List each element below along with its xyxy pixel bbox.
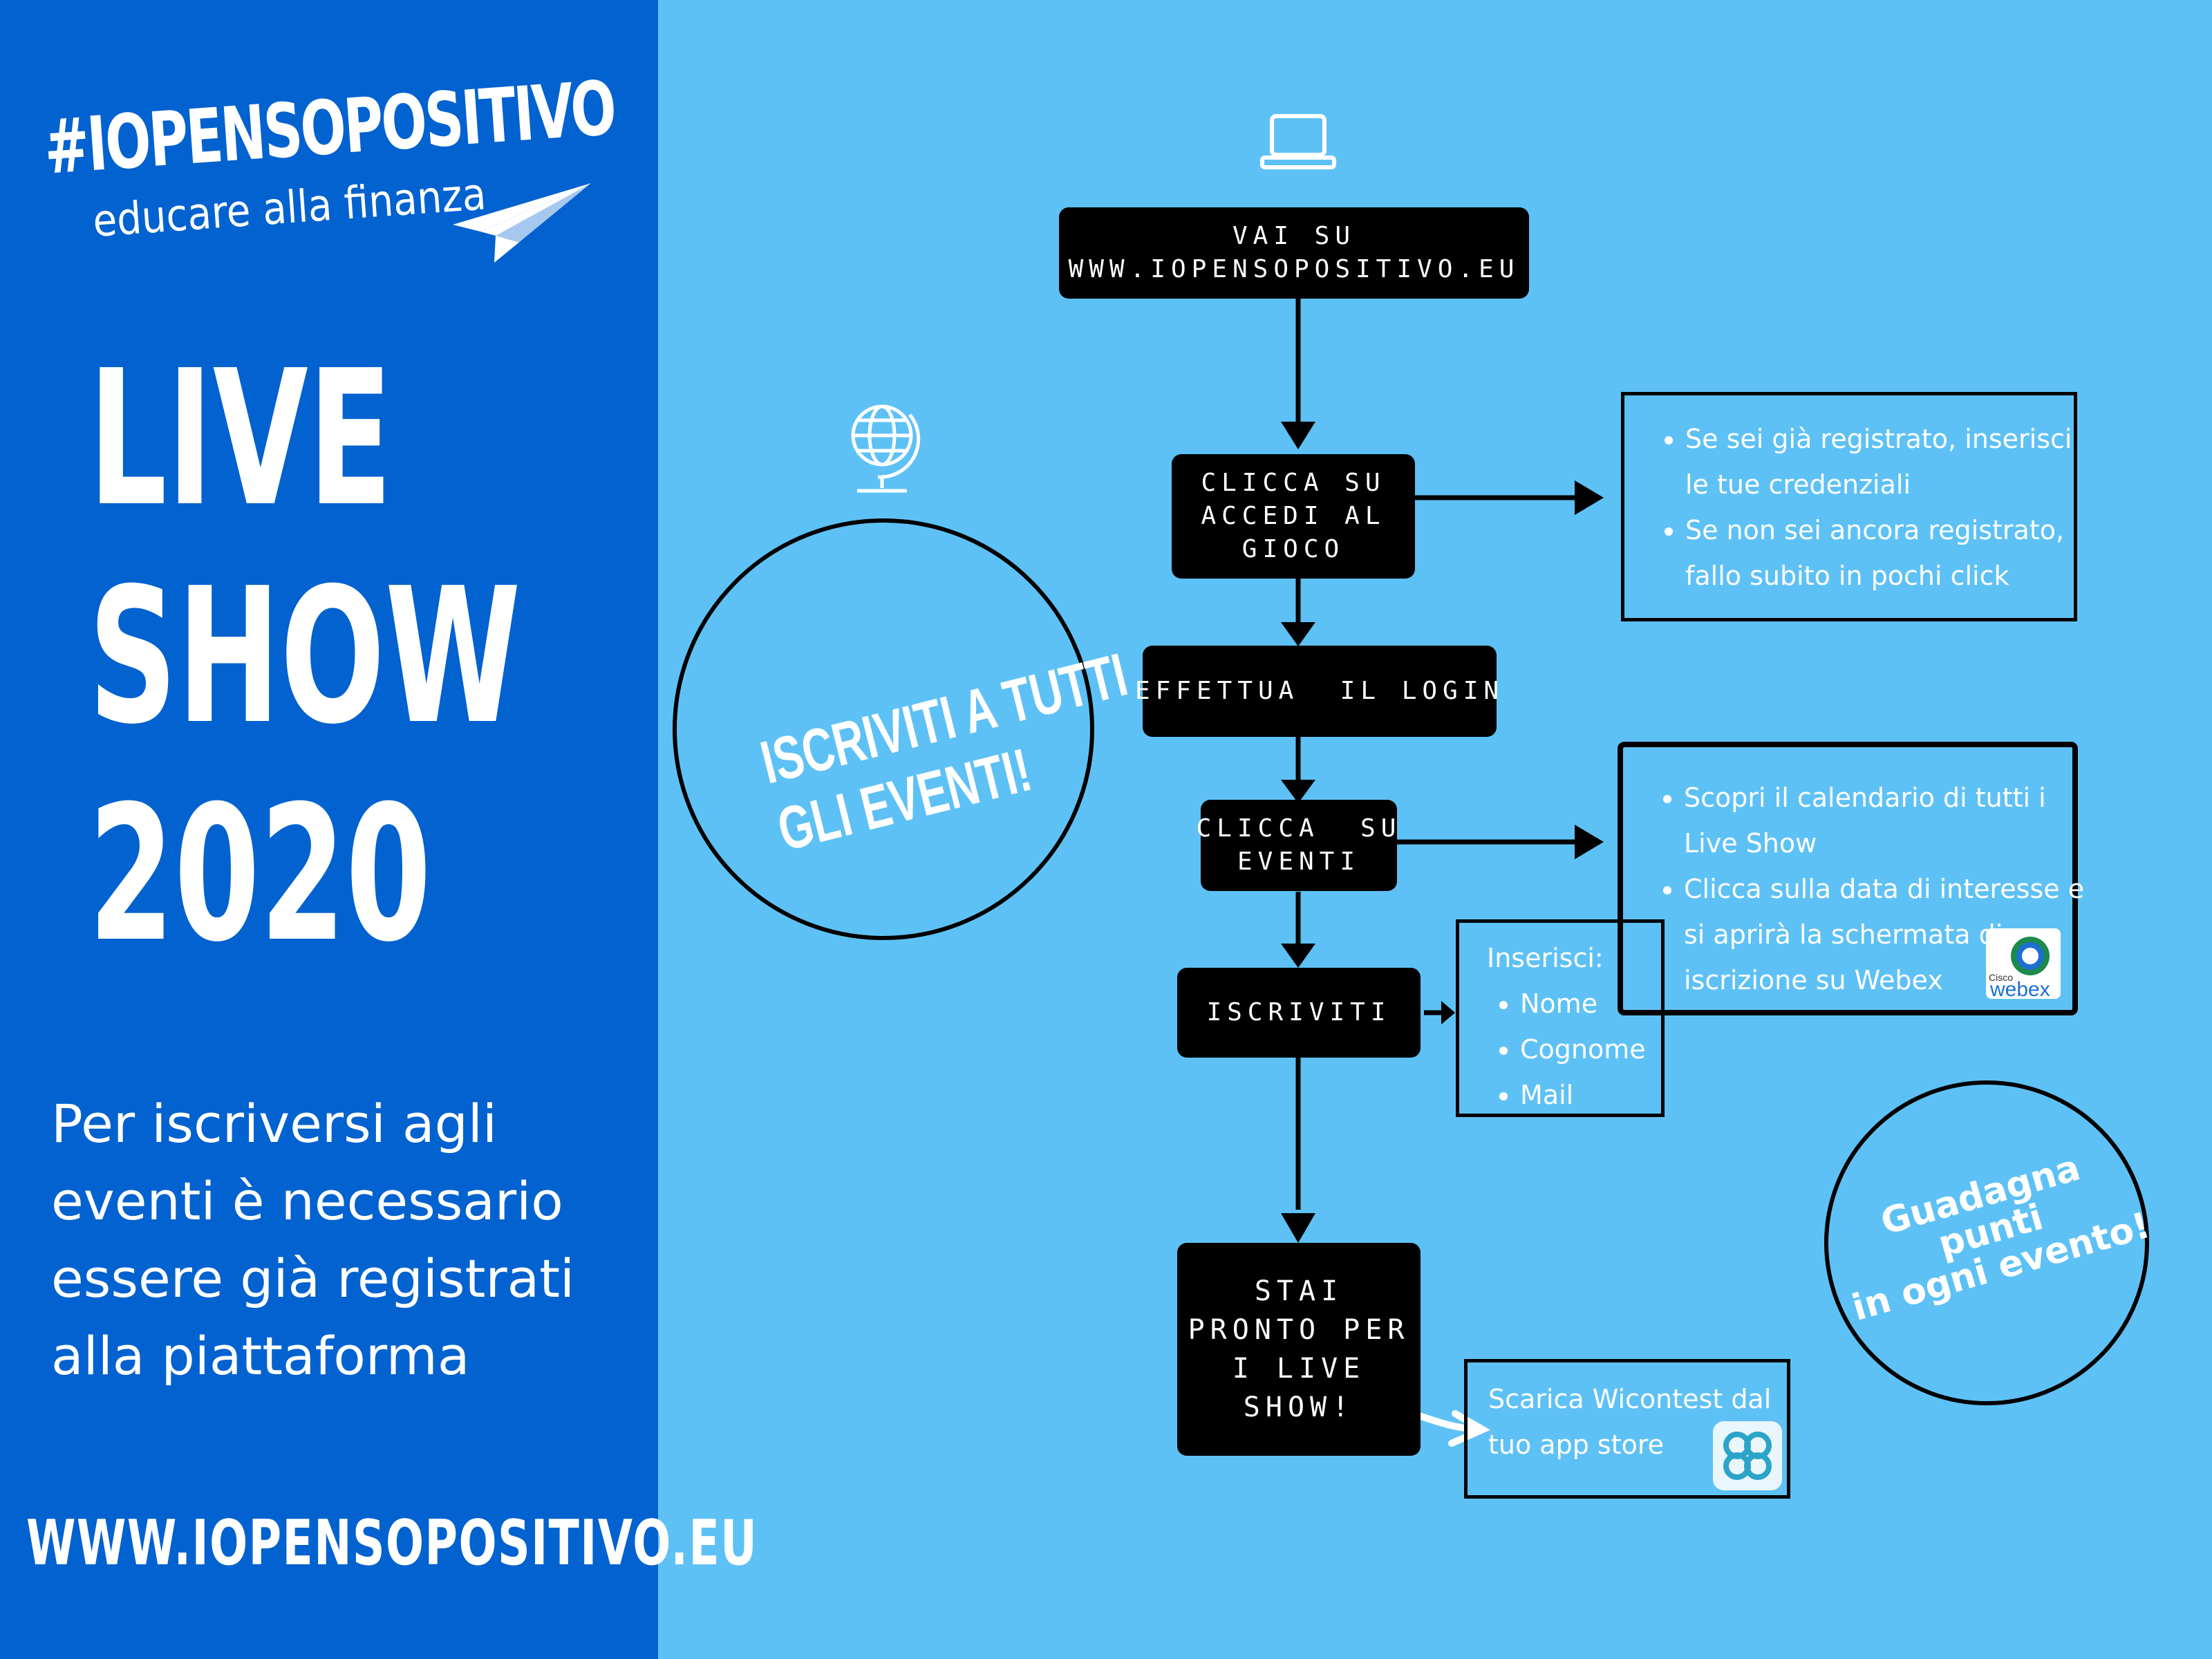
step-events: CLICCA SU EVENTI [1197,800,1397,891]
laptop-icon [1260,114,1336,169]
step-visit-site: VAI SU WWW.IOPENSOPOSITIVO.EU [1059,207,1529,299]
info-events-item: Scopri il calendario di tutti i Live Sho… [1684,775,2072,866]
info-line: Clicca sulla data di interesse e [1684,874,2085,904]
registration-note-line: alla piattaforma [51,1325,470,1387]
info-events-item: Clicca sulla data di interesse e si apri… [1684,866,2085,1003]
info-line: Scopri il calendario di tutti i [1684,782,2046,813]
info-line: le tue credenziali [1685,469,1911,500]
step-line: SHOW! [1243,1391,1355,1423]
info-line: Live Show [1684,828,1817,859]
step-line: ISCRIVITI [1206,998,1391,1027]
step-login: EFFETTUA IL LOGIN [1135,646,1499,737]
step-ready: STAI PRONTO PER I LIVE SHOW! [1177,1243,1421,1456]
info-line: Se sei già registrato, inserisci [1685,424,2072,454]
step-line: I LIVE [1232,1353,1366,1385]
info-line: si aprirà la schermata di [1684,919,2003,950]
step-signup: ISCRIVITI [1177,968,1421,1058]
paper-plane-icon [453,183,591,263]
info-signup: Inserisci: Nome Cognome Mail [1456,919,1665,1117]
info-line: iscrizione su Webex [1684,965,1943,995]
registration-note-line: Per iscriversi agli [51,1093,498,1154]
step-line: WWW.IOPENSOPOSITIVO.EU [1068,255,1520,283]
step-line: CLICCA SU [1196,814,1402,843]
registration-note-line: eventi è necessario [51,1170,563,1232]
step-line: EVENTI [1237,847,1361,876]
step-line: VAI SU [1232,222,1356,250]
step-access-game: CLICCA SU ACCEDI AL GIOCO [1172,454,1415,579]
webex-logo-small: Cisco [1989,972,2013,983]
registration-note-line: essere già registrati [51,1248,575,1309]
info-signup-item: Cognome [1520,1027,1661,1072]
title-line-show: SHOW [88,547,521,765]
info-line: Se non sei ancora registrato, [1685,515,2065,545]
info-app: Scarica Wicontest dal tuo app store [1464,1359,1790,1499]
step-line: GIOCO [1241,535,1345,563]
side-arrowheads [1441,480,1604,1024]
step-line: ACCEDI AL [1201,502,1386,530]
info-login: Se sei già registrato, inserisci le tue … [1621,392,2077,621]
webex-logo-icon: Cisco webex [1986,928,2061,999]
info-line: tuo app store [1488,1430,1665,1460]
bubble-circle-left [673,518,1094,940]
website-url[interactable]: WWW.IOPENSOPOSITIVO.EU [26,1507,758,1580]
info-events: Scopri il calendario di tutti i Live Sho… [1618,742,2085,1015]
info-signup-item: Nome [1520,981,1661,1027]
title-line-live: LIVE [88,330,393,547]
info-signup-item: Mail [1520,1072,1661,1118]
sidebar: #IOPENSOPOSITIVO educare alla finanza LI… [0,0,757,1659]
webex-logo-name: webex [1989,978,2050,999]
info-login-item: Se non sei ancora registrato, fallo subi… [1685,507,2074,599]
bubble-circle-right [1824,1080,2149,1405]
registration-note: Per iscriversi agli eventi è necessario … [51,1085,646,1395]
info-line: Scarica Wicontest dal [1488,1384,1772,1414]
step-line: CLICCA SU [1201,469,1386,497]
info-login-item: Se sei già registrato, inserisci le tue … [1685,416,2074,507]
info-line: fallo subito in pochi click [1685,561,2009,591]
flow-arrowheads [1281,422,1315,1243]
wicontest-app-icon[interactable] [1713,1421,1782,1490]
step-line: PRONTO PER [1188,1314,1410,1346]
step-line: STAI [1254,1275,1344,1307]
info-signup-heading: Inserisci: [1487,943,1604,973]
globe-icon [851,404,921,493]
step-line: EFFETTUA IL LOGIN [1134,677,1505,705]
title-line-year: 2020 [88,765,431,983]
